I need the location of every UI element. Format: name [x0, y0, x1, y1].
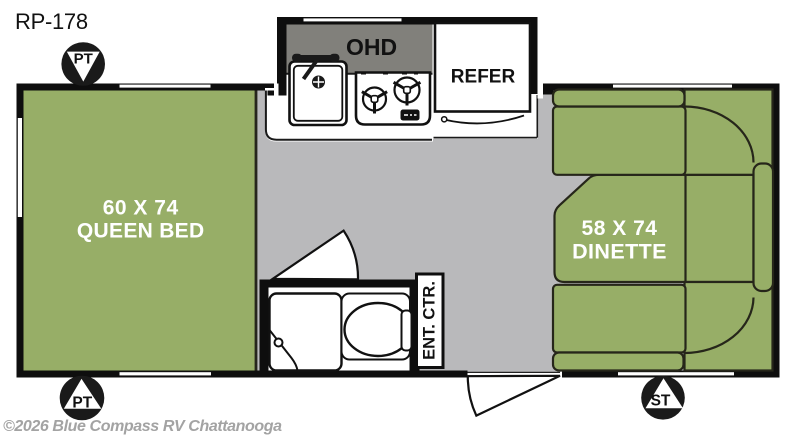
svg-text:REFER: REFER [451, 67, 516, 88]
svg-text:OHD: OHD [346, 34, 397, 60]
svg-text:ST: ST [651, 393, 671, 410]
svg-text:DINETTE: DINETTE [572, 240, 667, 264]
svg-text:60 X 74: 60 X 74 [103, 197, 179, 220]
svg-text:PT: PT [72, 394, 92, 411]
svg-text:ENT. CTR.: ENT. CTR. [421, 281, 439, 360]
svg-text:PT: PT [74, 50, 93, 67]
svg-text:©2026 Blue Compass RV Chattano: ©2026 Blue Compass RV Chattanooga [3, 418, 282, 435]
svg-text:RP-178: RP-178 [15, 9, 88, 34]
svg-text:58 X 74: 58 X 74 [582, 217, 658, 240]
svg-text:QUEEN BED: QUEEN BED [77, 220, 205, 243]
